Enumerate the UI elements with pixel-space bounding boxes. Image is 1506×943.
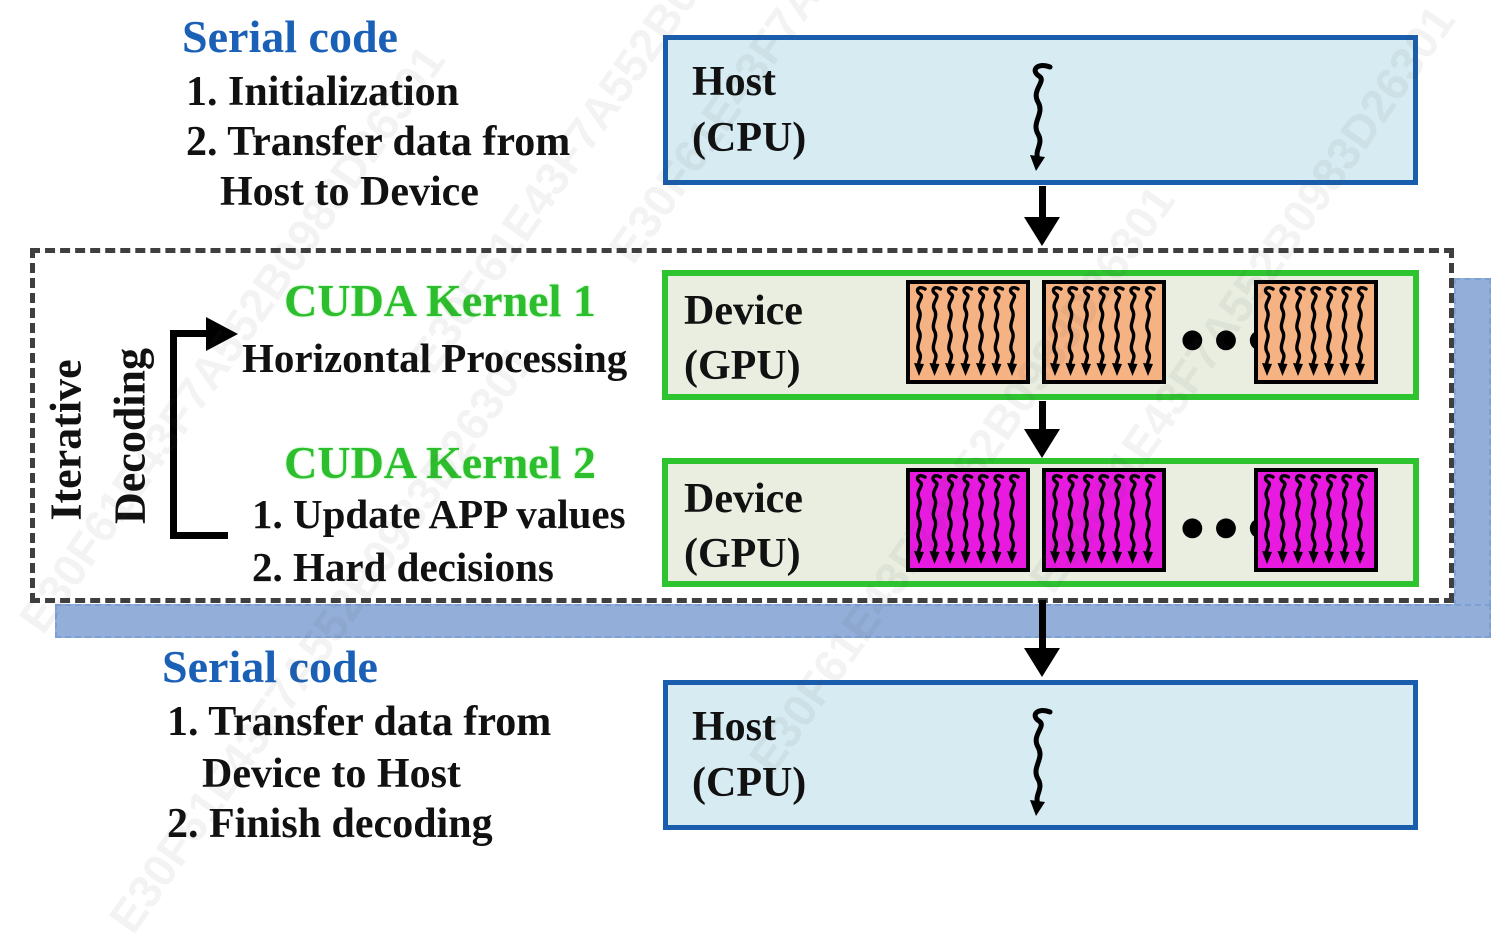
cpu-thread-icon bbox=[1026, 707, 1058, 819]
thread-bundle-icon bbox=[914, 285, 1020, 378]
thread-bundle-icon bbox=[1262, 473, 1368, 566]
diagram-canvas: E30F61E43F7A552B0983D26301 E30F61E43F7A5… bbox=[9, 0, 1491, 942]
cuda-kernel-1-subtitle: Horizontal Processing bbox=[242, 335, 628, 381]
loop-bracket-vertical bbox=[170, 330, 177, 539]
host-name: Host bbox=[692, 704, 776, 750]
iterative-label-word1: Iterative bbox=[41, 359, 91, 521]
host-unit: (CPU) bbox=[692, 760, 807, 806]
loop-bracket-top-arm bbox=[170, 330, 208, 337]
thread-bundle-icon bbox=[1050, 285, 1156, 378]
flow-arrow-3-shaft bbox=[1039, 600, 1046, 650]
host-cpu-bottom-label: Host (CPU) bbox=[692, 699, 806, 811]
flow-arrow-1-head bbox=[1024, 217, 1060, 246]
host-cpu-bottom-box: Host (CPU) bbox=[663, 680, 1418, 830]
flow-arrow-1-shaft bbox=[1039, 186, 1046, 219]
serial-code-bottom-line-1: 1. Transfer data from bbox=[167, 699, 552, 745]
iterative-region-shadow-bottom bbox=[55, 604, 1491, 638]
ellipsis-more-blocks: ●●● bbox=[1181, 324, 1283, 354]
cuda-kernel-2-title: CUDA Kernel 2 bbox=[284, 437, 596, 488]
loop-bracket-arrowhead bbox=[206, 317, 238, 351]
thread-block bbox=[1042, 468, 1166, 572]
serial-code-bottom-title: Serial code bbox=[162, 641, 378, 692]
cuda-kernel-1-title: CUDA Kernel 1 bbox=[284, 275, 596, 326]
flow-arrow-2-head bbox=[1024, 429, 1060, 458]
iterative-region-shadow-right bbox=[1454, 278, 1491, 606]
thread-block bbox=[906, 280, 1030, 384]
thread-block bbox=[1254, 468, 1378, 572]
thread-bundle-icon bbox=[1050, 473, 1156, 566]
device-gpu-1-label: Device (GPU) bbox=[684, 284, 803, 394]
host-cpu-top-box: Host (CPU) bbox=[663, 35, 1418, 185]
host-unit: (CPU) bbox=[692, 115, 807, 161]
ellipsis-more-blocks: ●●● bbox=[1181, 512, 1283, 542]
flow-arrow-3-head bbox=[1024, 648, 1060, 677]
device-unit: (GPU) bbox=[684, 531, 801, 577]
host-cpu-top-label: Host (CPU) bbox=[692, 54, 806, 166]
serial-code-top-title: Serial code bbox=[182, 11, 398, 62]
cuda-kernel-2-line-1: 1. Update APP values bbox=[252, 491, 626, 537]
serial-code-top-line-2: 2. Transfer data from bbox=[186, 119, 571, 165]
cpu-thread-icon bbox=[1026, 62, 1058, 174]
loop-bracket-bottom-arm bbox=[170, 532, 228, 539]
cuda-kernel-2-line-2: 2. Hard decisions bbox=[252, 544, 554, 590]
iterative-label-word2: Decoding bbox=[105, 348, 155, 524]
host-name: Host bbox=[692, 59, 776, 105]
device-gpu-2-label: Device (GPU) bbox=[684, 472, 803, 582]
device-name: Device bbox=[684, 476, 803, 522]
serial-code-top-line-1: 1. Initialization bbox=[186, 69, 460, 115]
serial-code-top-line-3: Host to Device bbox=[220, 169, 479, 215]
thread-bundle-icon bbox=[914, 473, 1020, 566]
thread-block bbox=[1042, 280, 1166, 384]
thread-block bbox=[1254, 280, 1378, 384]
serial-code-bottom-line-3: 2. Finish decoding bbox=[167, 801, 493, 847]
thread-block bbox=[906, 468, 1030, 572]
iterative-decoding-region bbox=[30, 248, 1454, 603]
device-unit: (GPU) bbox=[684, 343, 801, 389]
thread-bundle-icon bbox=[1262, 285, 1368, 378]
serial-code-bottom-line-2: Device to Host bbox=[202, 751, 461, 797]
flow-arrow-2-shaft bbox=[1039, 401, 1046, 431]
device-name: Device bbox=[684, 288, 803, 334]
